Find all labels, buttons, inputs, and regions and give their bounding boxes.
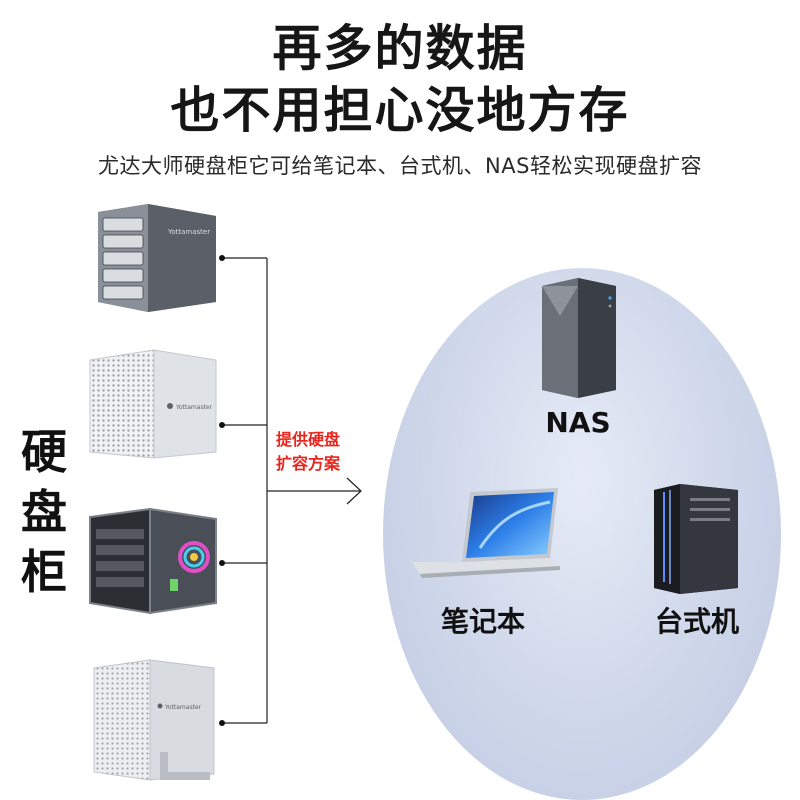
target-label-desktop: 台式机	[654, 605, 739, 638]
headline-line-1: 再多的数据	[272, 20, 528, 77]
enclosure-2bay-silver: Yottamaster	[93, 659, 215, 781]
subtitle: 尤达大师硬盘柜它可给笔记本、台式机、NAS轻松实现硬盘扩容	[98, 154, 702, 178]
enclosure-brand-text: Yottamaster	[175, 404, 213, 411]
desktop-tower-icon	[654, 484, 738, 594]
side-label-char-2: 盘	[21, 485, 67, 539]
laptop-icon	[412, 488, 560, 578]
expansion-note-line-2: 扩容方案	[276, 454, 341, 473]
expansion-note-line-1: 提供硬盘	[276, 430, 341, 449]
enclosure-brand-text: Yottamaster	[167, 228, 210, 236]
nas-icon	[542, 278, 616, 398]
enclosure-5bay-grey: Yottamaster	[98, 204, 216, 312]
enclosure-silver-perforated: Yottamaster	[89, 349, 217, 459]
headline-line-2: 也不用担心没地方存	[170, 82, 630, 139]
enclosure-open-frame-rgb	[89, 507, 217, 615]
side-label: 硬 盘 柜	[16, 422, 72, 602]
target-label-laptop: 笔记本	[440, 605, 525, 638]
expansion-note: 提供硬盘 扩容方案	[276, 428, 340, 476]
side-label-char-1: 硬	[21, 425, 67, 479]
enclosure-brand-text: Yottamaster	[164, 704, 202, 711]
target-label-nas: NAS	[545, 406, 611, 439]
side-label-char-3: 柜	[21, 545, 67, 599]
